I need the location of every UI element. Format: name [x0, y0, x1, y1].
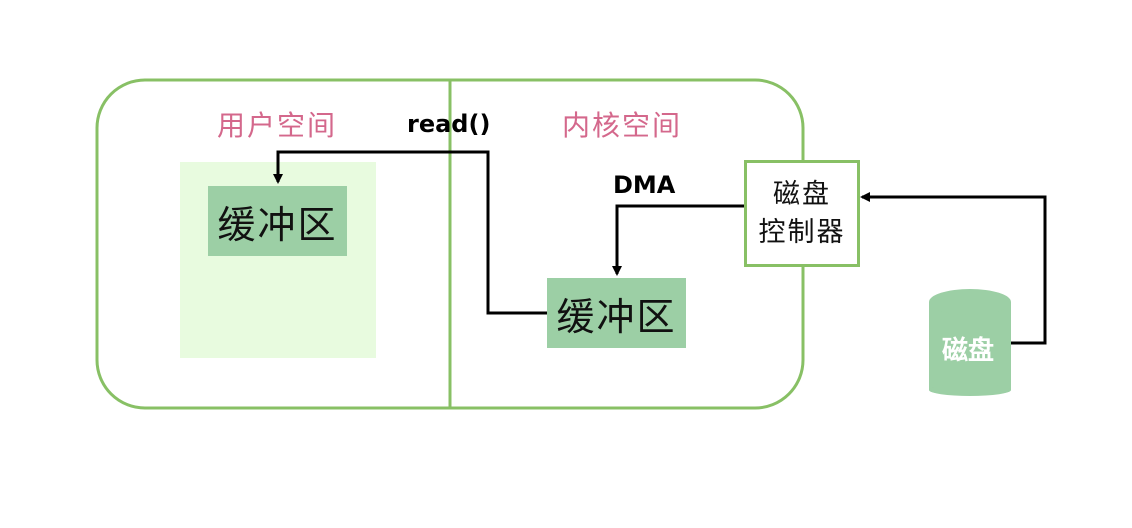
read-arrow	[273, 150, 547, 315]
dma-label: DMA	[613, 171, 676, 199]
user-buffer-label: 缓冲区	[217, 202, 338, 247]
user-space-label: 用户空间	[217, 109, 338, 142]
disk-cylinder	[929, 289, 1011, 396]
read-call-label: read()	[407, 110, 491, 138]
disk-controller-line2: 控制器	[758, 216, 846, 248]
dma-arrow	[612, 204, 745, 276]
disk-controller-line1: 磁盘	[773, 178, 831, 210]
kernel-space-label: 内核空间	[562, 109, 683, 142]
disk-to-controller-arrow	[860, 192, 1047, 345]
disk-label: 磁盘	[942, 336, 995, 366]
disk-controller: 磁盘 控制器	[744, 160, 860, 267]
user-buffer: 缓冲区	[208, 186, 347, 256]
kernel-buffer: 缓冲区	[547, 278, 686, 348]
kernel-buffer-label: 缓冲区	[556, 294, 677, 339]
